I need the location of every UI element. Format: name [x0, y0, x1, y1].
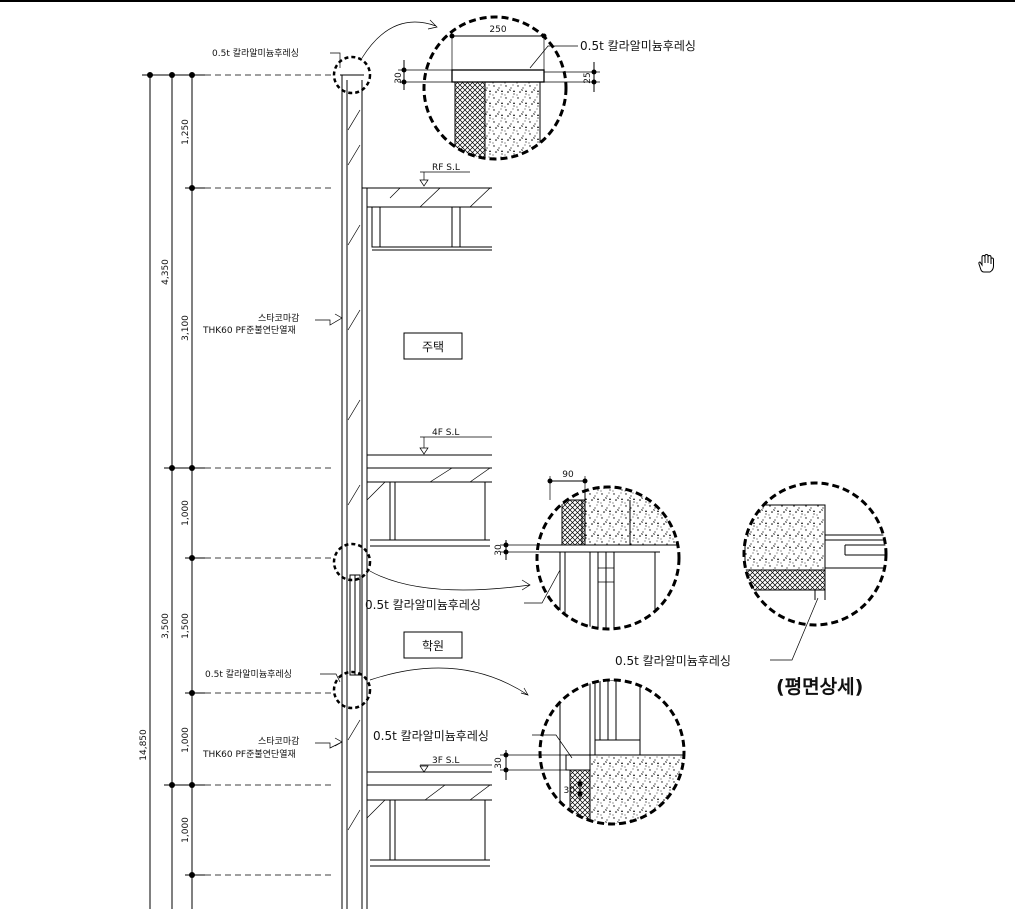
- note-stucco-lower: 스타코마감: [258, 735, 299, 747]
- room-box-lower: [403, 631, 463, 659]
- leader-stucco-lower: [315, 737, 343, 749]
- dim-overall: 14,850: [139, 729, 149, 761]
- detail-low: [500, 678, 686, 826]
- note-insulation-lower: THK60 PF준불연단열재: [202, 749, 296, 760]
- level-label-3f: 3F S.L: [432, 756, 459, 766]
- detail-top-h2: 25: [583, 72, 593, 83]
- room-label-lower: 학원: [422, 639, 444, 653]
- detail-low-label: 0.5t 칼라알미늄후레싱: [373, 729, 489, 743]
- dim-inner-5: 1,000: [181, 727, 191, 753]
- dim-inner-4: 1,500: [181, 613, 191, 639]
- dim-inner-6: 1,000: [181, 817, 191, 843]
- detail-bubble-mid: [332, 542, 372, 582]
- leader-stucco-upper: [315, 313, 343, 326]
- hand-cursor-icon: [978, 253, 994, 273]
- detail-mid-h: 30: [494, 544, 504, 556]
- detail-plan: [742, 481, 888, 661]
- level-label-rf: RF S.L: [432, 163, 460, 173]
- detail-plan-title: (평면상세): [776, 676, 863, 698]
- note-insulation-upper: THK60 PF준불연단열재: [202, 325, 296, 336]
- detail-bubble-low: [332, 670, 372, 710]
- note-top-flashing: 0.5t 칼라알미늄후레싱: [212, 48, 299, 59]
- detail-mid: [500, 476, 681, 631]
- dim-inner-3: 1,000: [181, 500, 191, 526]
- exterior-wall: [340, 74, 368, 909]
- arc-to-top-detail: [361, 19, 438, 59]
- detail-low-h2: 30: [564, 786, 576, 796]
- level-marker-3f: [419, 764, 492, 773]
- room-label-upper: 주택: [422, 340, 444, 354]
- arc-to-low-detail: [369, 667, 529, 696]
- detail-plan-label: 0.5t 칼라알미늄후레싱: [615, 654, 731, 668]
- detail-low-h1: 30: [494, 757, 504, 769]
- dim-mid-lower: 3,500: [161, 613, 171, 639]
- dim-inner-1: 1,250: [181, 119, 191, 145]
- detail-bubble-top: [332, 55, 372, 95]
- leader-mid-flashing: [320, 673, 341, 683]
- level-marker-4f: [419, 436, 492, 455]
- slabs: [362, 187, 492, 867]
- note-stucco-upper: 스타코마감: [258, 312, 299, 324]
- arc-to-mid-detail: [367, 569, 531, 591]
- detail-mid-label: 0.5t 칼라알미늄후레싱: [365, 598, 481, 612]
- dim-inner-2: 3,100: [181, 315, 191, 341]
- level-marker-rf: [419, 171, 470, 187]
- detail-top-width: 250: [489, 25, 506, 35]
- detail-mid-width: 90: [562, 470, 574, 480]
- dimension-chains: [142, 72, 335, 909]
- room-box-upper: [403, 332, 463, 360]
- detail-top: [398, 15, 600, 161]
- detail-top-label: 0.5t 칼라알미늄후레싱: [580, 39, 696, 53]
- detail-top-h1: 30: [394, 72, 404, 84]
- note-mid-flashing: 0.5t 칼라알미늄후레싱: [205, 669, 292, 680]
- leader-top-flashing: [330, 52, 341, 68]
- level-label-4f: 4F S.L: [432, 428, 459, 438]
- dim-mid-upper: 4,350: [161, 259, 171, 285]
